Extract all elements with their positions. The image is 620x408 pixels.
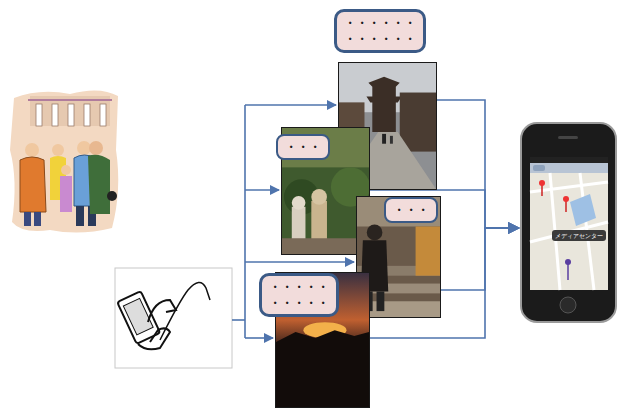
speech-bubble: ・・・ <box>384 197 438 223</box>
speech-bubble: ・・・・・・ ・・・・・・ <box>334 9 426 53</box>
photo-frame: ・・・・・ ・・・・・ <box>275 272 370 408</box>
map-label: メディアセンター <box>552 230 606 241</box>
smartphone-map: メディアセンター <box>520 122 617 323</box>
speech-bubble: ・・・・・ ・・・・・ <box>259 273 339 317</box>
flow-arrow <box>441 228 519 290</box>
speech-bubble: ・・・ <box>276 134 330 160</box>
flow-arrow <box>437 100 519 228</box>
family-clipart <box>10 90 118 232</box>
phone-drawing <box>520 122 617 323</box>
swipe-hand-icon <box>115 268 232 368</box>
